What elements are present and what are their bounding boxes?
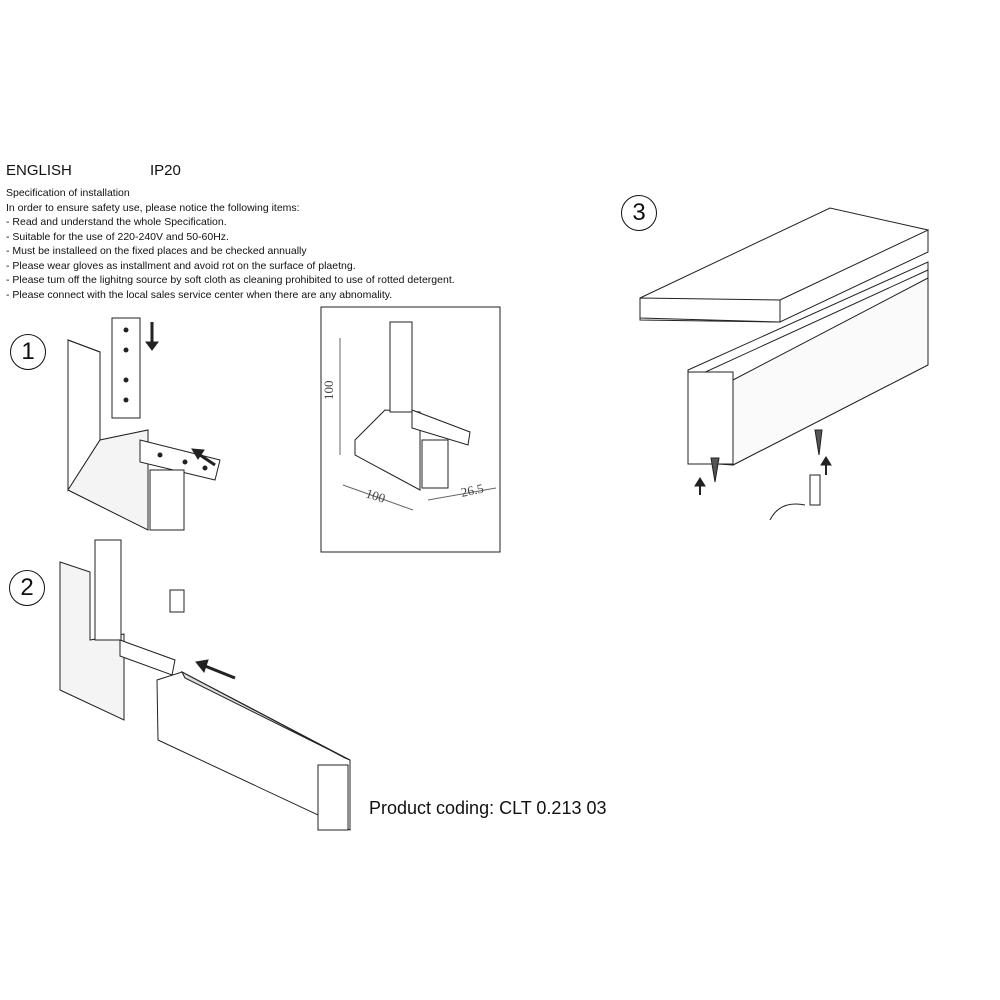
spec-item: - Please tum off the lighitng source by … [6,274,455,286]
product-coding: Product coding: CLT 0.213 03 [369,798,607,818]
specification-text: Specification of installation In order t… [6,186,455,302]
ip-rating: IP20 [150,162,181,179]
step-3-marker: 3 [621,195,657,231]
spec-title: Specification of installation [6,187,130,199]
dim-width: 100 [364,486,387,506]
step-1-marker: 1 [10,334,46,370]
step-2-marker: 2 [9,570,45,606]
spec-intro: In order to ensure safety use, please no… [6,201,300,214]
language-label: ENGLISH [6,162,72,179]
dim-height: 100 [321,381,336,401]
spec-item: - Suitable for the use of 220-240V and 5… [6,230,229,243]
spec-item: - Must be installeed on the fixed places… [6,245,307,257]
dimension-diagram [339,321,497,511]
dimension-box [320,306,501,553]
step2-diagram [59,539,351,831]
spec-item: - Please connect with the local sales se… [6,288,393,301]
step1-diagram [67,317,221,531]
spec-item: - Please wear gloves as installment and … [6,259,356,272]
step3-diagram [639,207,930,521]
spec-item: - Read and understand the whole Specific… [6,216,227,228]
dim-depth: 26.5 [460,481,485,500]
